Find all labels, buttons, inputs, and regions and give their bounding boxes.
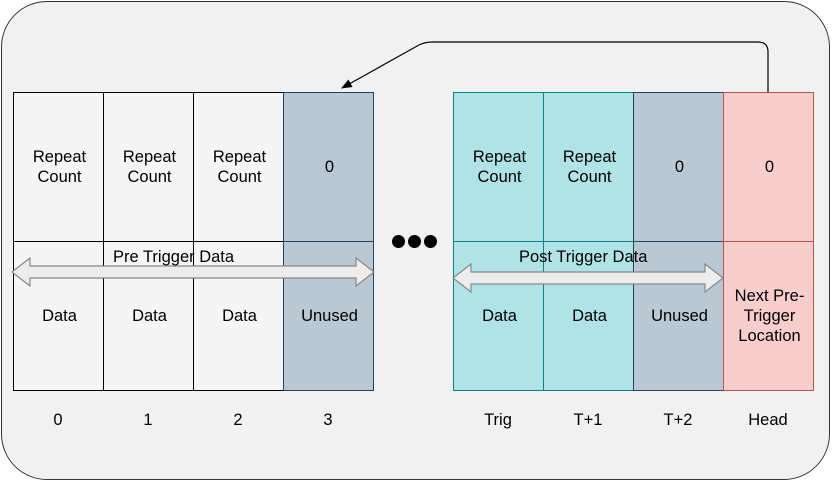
pre-cell-3-bottom-label: Unused [301,307,358,325]
pre-cell-0-top: Repeat Count [13,92,104,242]
pre-cell-3-top-label: 0 [324,158,335,176]
index-label-t2: T+2 [663,411,693,429]
post-cell-t1-bottom: Data [543,241,634,391]
ellipsis-dot-1 [392,235,405,248]
post-cell-head-top-label: 0 [764,158,775,176]
index-label-head: Head [748,411,788,429]
post-cell-trig-top-label: Repeat Count [472,148,527,186]
post-cell-t2-bottom: Unused [633,241,724,391]
index-label-trig: Trig [484,411,512,429]
index-label-1: 1 [143,411,153,429]
pre-trigger-span-arrow [11,256,375,288]
post-cell-trig-top: Repeat Count [453,92,544,242]
post-cell-head-top: 0 [723,92,814,242]
pre-cell-0-top-label: Repeat Count [32,148,87,186]
index-label-0: 0 [53,411,63,429]
pre-cell-2-top: Repeat Count [193,92,284,242]
ellipsis-dot-2 [408,235,421,248]
index-label-3: 3 [323,411,333,429]
post-trigger-label: Post Trigger Data [519,248,648,266]
post-cell-t2-top: 0 [633,92,724,242]
post-cell-head-bottom: Next Pre-Trigger Location [723,241,814,391]
post-cell-head-bottom-label: Next Pre-Trigger Location [734,287,805,345]
ellipsis-dot-3 [424,235,437,248]
pre-cell-2-bottom-label: Data [222,307,257,325]
post-trigger-span-arrow [452,262,724,294]
post-cell-t2-bottom-label: Unused [651,307,708,325]
post-cell-t1-top-label: Repeat Count [562,148,617,186]
post-cell-t2-top-label: 0 [674,158,685,176]
post-cell-trig-bottom-label: Data [482,307,517,325]
post-cell-t1-top: Repeat Count [543,92,634,242]
index-label-t1: T+1 [573,411,603,429]
head-pointer-arrow [341,41,769,92]
pre-cell-1-top-label: Repeat Count [122,148,177,186]
pre-cell-2-top-label: Repeat Count [212,148,267,186]
pre-cell-3-top: 0 [283,92,374,242]
pre-cell-1-bottom-label: Data [132,307,167,325]
pre-trigger-label: Pre Trigger Data [113,248,235,266]
post-cell-t1-bottom-label: Data [572,307,607,325]
index-label-2: 2 [233,411,243,429]
pre-cell-0-bottom-label: Data [42,307,77,325]
